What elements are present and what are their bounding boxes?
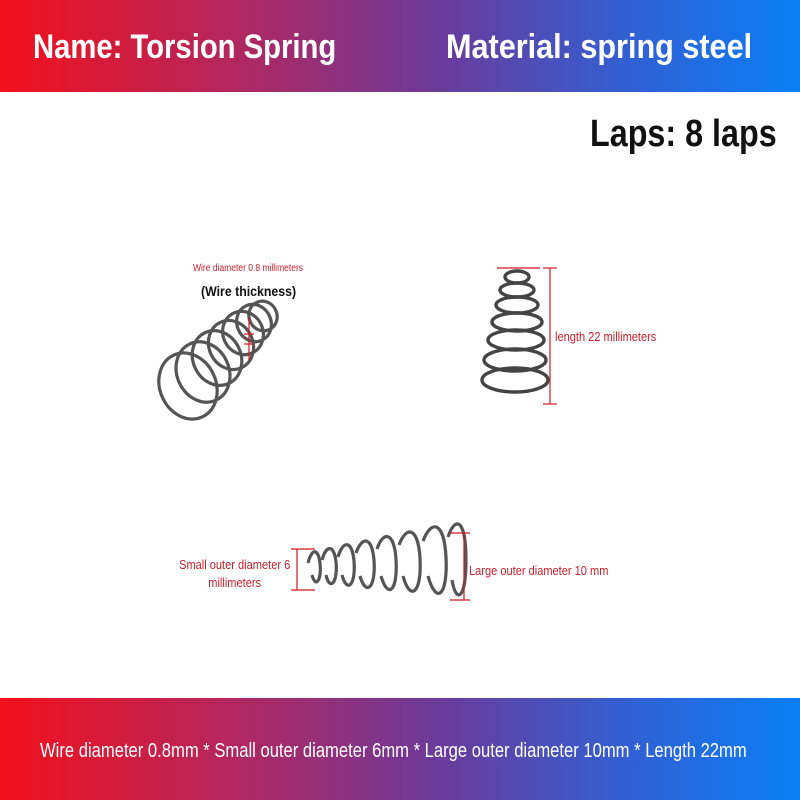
wire-diameter-annotation: Wire diameter 0.8 millimeters xyxy=(193,263,304,274)
spec-summary: Wire diameter 0.8mm * Small outer diamet… xyxy=(40,740,747,762)
bottom-banner: Wire diameter 0.8mm * Small outer diamet… xyxy=(0,698,800,800)
angled-spring-image xyxy=(157,299,279,421)
large-outer-diameter-annotation: Large outer diameter 10 mm xyxy=(469,563,609,578)
small-outer-diameter-annotation: Small outer diameter 6 millimeters xyxy=(179,557,291,590)
product-name-label: Name: Torsion Spring xyxy=(33,28,337,66)
material-label: Material: spring steel xyxy=(446,28,753,66)
wire-diameter-marker xyxy=(244,318,254,360)
length-annotation: length 22 millimeters xyxy=(555,329,657,344)
small-diameter-marker xyxy=(291,548,315,591)
top-banner: Name: Torsion Spring Material: spring st… xyxy=(0,0,800,92)
large-diameter-marker xyxy=(450,532,470,601)
laps-label: Laps: 8 laps xyxy=(590,113,777,155)
upright-spring-image xyxy=(480,269,550,394)
horizontal-spring-image xyxy=(306,522,468,597)
wire-thickness-annotation: (Wire thickness) xyxy=(201,283,297,299)
length-marker xyxy=(497,267,557,405)
